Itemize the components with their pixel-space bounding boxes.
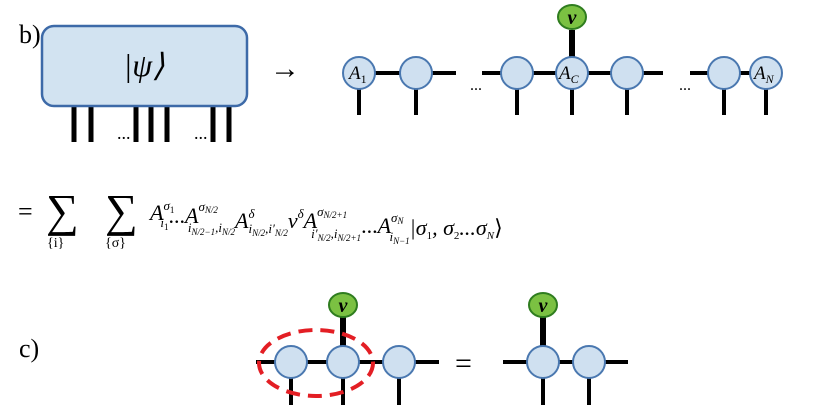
site-label-ac: AC xyxy=(557,63,580,86)
site-label-a1: A1 xyxy=(347,63,367,86)
chain-ellipsis-2: ... xyxy=(679,77,691,94)
vector-label: v xyxy=(568,7,578,29)
sum-1: ∑ xyxy=(46,185,79,236)
mps-chain: v A1 AC AN ... ... xyxy=(342,4,783,115)
panel-c-label: c) xyxy=(19,334,39,363)
vector-node xyxy=(557,4,587,30)
c-node-2 xyxy=(326,345,360,379)
equation-equals: = xyxy=(18,197,33,226)
site-label-an: AN xyxy=(752,63,775,86)
arrow: → xyxy=(270,52,300,85)
contraction-ellipse xyxy=(257,328,375,398)
state-box-label: |ψ⟩ xyxy=(123,47,165,83)
panel-b-label: b) xyxy=(19,20,41,49)
c-node-3 xyxy=(382,345,416,379)
node-ac xyxy=(555,56,589,90)
c-node-merged xyxy=(526,345,560,379)
node-a1 xyxy=(342,56,376,90)
c-vector-label-left: v xyxy=(339,295,349,317)
node-penultimate xyxy=(707,56,741,90)
c-vector-node-right xyxy=(528,292,558,318)
chain-ellipsis-1: ... xyxy=(470,77,482,94)
c-node-1 xyxy=(274,345,308,379)
state-box xyxy=(40,24,249,108)
c-vector-node-left xyxy=(328,292,358,318)
state-tensor: |ψ⟩ ... ... xyxy=(40,24,249,143)
node-an xyxy=(749,56,783,90)
panel-c-equals: = xyxy=(455,347,472,380)
legs-ellipsis-1: ... xyxy=(117,123,131,143)
sum-1-sub: {i} xyxy=(47,236,64,251)
c-node-right xyxy=(572,345,606,379)
site-nodes xyxy=(342,56,783,90)
node-2 xyxy=(399,56,433,90)
panel-c-right: v xyxy=(503,292,628,405)
panel-c-left: v xyxy=(256,292,439,405)
c-vector-label-right: v xyxy=(539,295,549,317)
legs-ellipsis-2: ... xyxy=(194,123,208,143)
sum-2: ∑ xyxy=(105,185,138,236)
node-center-right xyxy=(610,56,644,90)
state-legs xyxy=(71,103,232,142)
node-center-left xyxy=(500,56,534,90)
sum-2-sub: {σ} xyxy=(105,236,126,251)
